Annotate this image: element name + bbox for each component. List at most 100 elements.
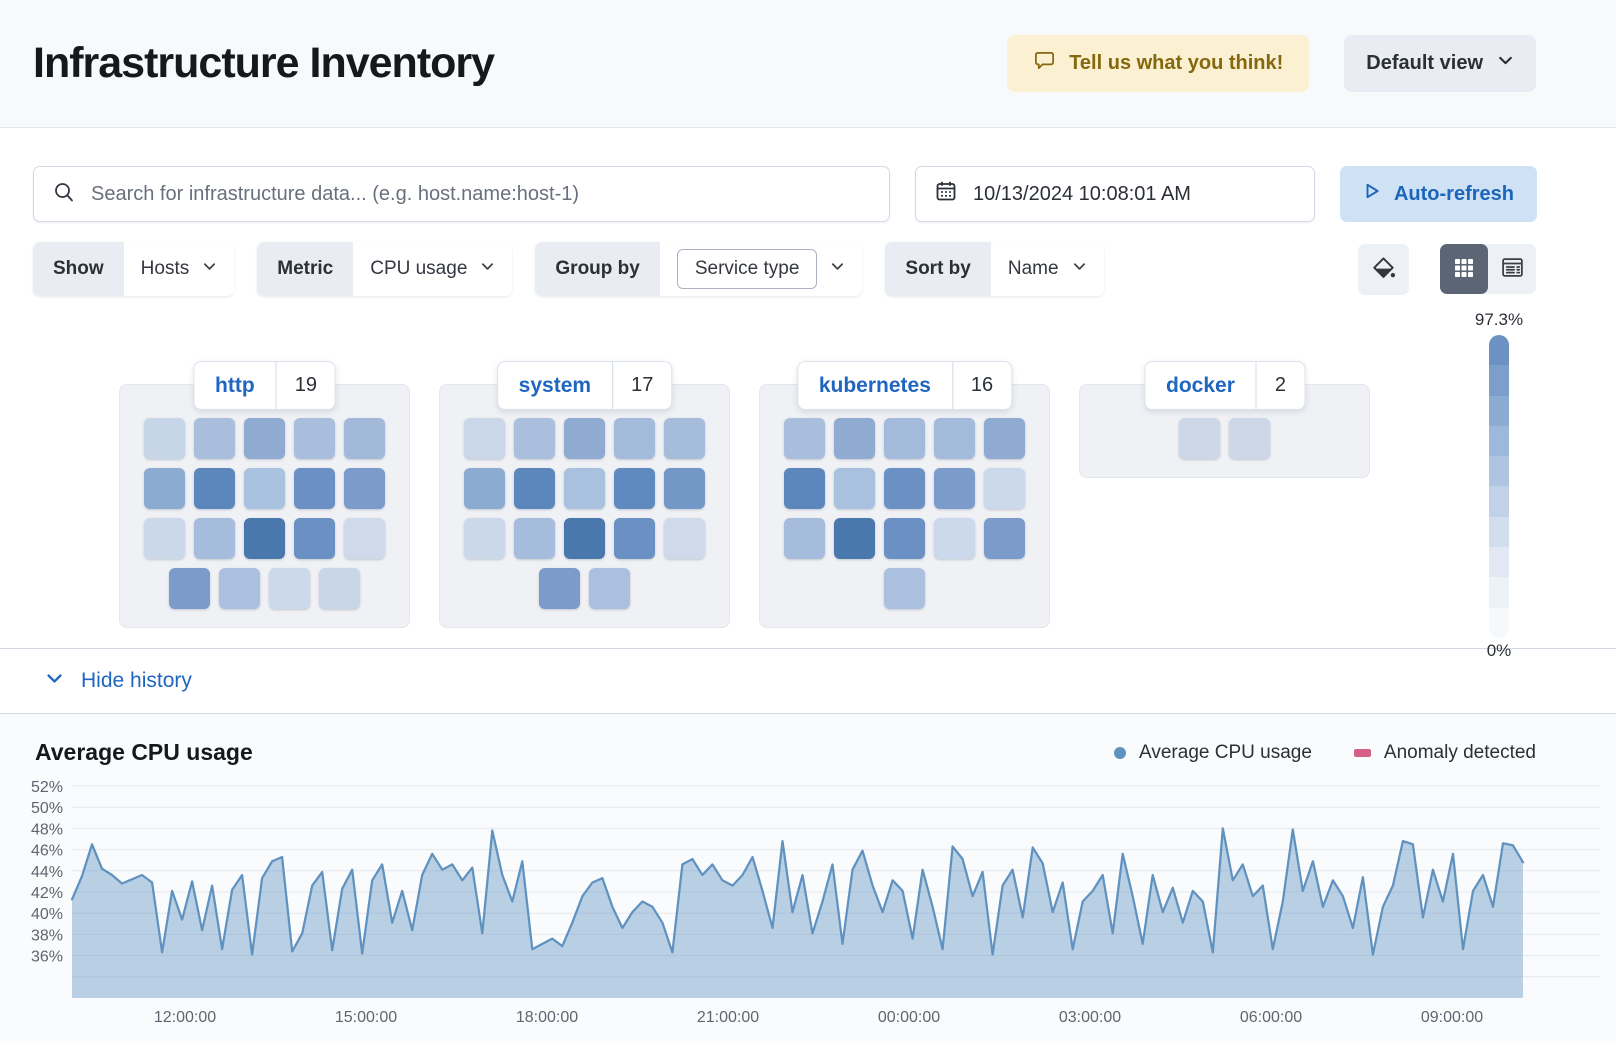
feedback-label: Tell us what you think!	[1069, 52, 1284, 74]
svg-text:03:00:00: 03:00:00	[1059, 1009, 1121, 1026]
host-tile[interactable]	[564, 418, 605, 459]
host-tile[interactable]	[784, 468, 825, 509]
feedback-button[interactable]: Tell us what you think!	[1007, 35, 1310, 92]
tile-row	[1080, 418, 1369, 459]
paint-fill-icon	[1371, 255, 1397, 284]
grid-view-toggle[interactable]	[1440, 244, 1488, 294]
pill-divider	[951, 362, 953, 409]
show-value-button[interactable]: Hosts	[123, 242, 235, 296]
filter-toolbar: Show Hosts Metric CPU usage Group by Ser…	[0, 222, 1616, 296]
host-tile[interactable]	[344, 468, 385, 509]
host-tile[interactable]	[1179, 418, 1220, 459]
view-selector-button[interactable]: Default view	[1344, 35, 1536, 92]
host-tile[interactable]	[934, 468, 975, 509]
host-tile[interactable]	[784, 418, 825, 459]
legend-swatch-icon	[1353, 748, 1371, 757]
search-input[interactable]	[91, 182, 871, 206]
host-tile[interactable]	[464, 418, 505, 459]
host-tile[interactable]	[344, 418, 385, 459]
host-tile[interactable]	[219, 568, 260, 609]
host-tile[interactable]	[464, 468, 505, 509]
host-tile[interactable]	[834, 468, 875, 509]
host-tile[interactable]	[294, 468, 335, 509]
scale-max-label: 97.3%	[1474, 310, 1524, 329]
host-tile[interactable]	[564, 468, 605, 509]
host-tile[interactable]	[194, 418, 235, 459]
group-count: 2	[1274, 374, 1286, 396]
host-tile[interactable]	[884, 568, 925, 609]
table-view-toggle[interactable]	[1488, 244, 1536, 294]
host-tile[interactable]	[564, 518, 605, 559]
host-tile[interactable]	[884, 518, 925, 559]
host-tile[interactable]	[884, 418, 925, 459]
host-tile[interactable]	[614, 518, 655, 559]
metric-value-button[interactable]: CPU usage	[353, 242, 513, 296]
host-tile[interactable]	[319, 568, 360, 609]
host-tile[interactable]	[144, 518, 185, 559]
host-tile[interactable]	[344, 518, 385, 559]
group-label-pill: http 19	[193, 361, 336, 410]
svg-text:40%: 40%	[31, 906, 63, 923]
host-tile[interactable]	[539, 568, 580, 609]
svg-text:38%: 38%	[31, 927, 63, 944]
host-tile[interactable]	[294, 518, 335, 559]
group-by-value-button[interactable]: Service type	[659, 242, 863, 296]
host-tile[interactable]	[984, 468, 1025, 509]
svg-text:18:00:00: 18:00:00	[516, 1009, 578, 1026]
host-tile[interactable]	[834, 518, 875, 559]
host-tile[interactable]	[834, 418, 875, 459]
show-label: Show	[33, 242, 124, 296]
svg-text:42%: 42%	[31, 885, 63, 902]
host-tile[interactable]	[589, 568, 630, 609]
host-tile[interactable]	[194, 518, 235, 559]
host-tile[interactable]	[244, 518, 285, 559]
host-tile[interactable]	[514, 518, 555, 559]
svg-text:09:00:00: 09:00:00	[1421, 1009, 1483, 1026]
group-count: 16	[970, 374, 994, 396]
host-tile[interactable]	[514, 468, 555, 509]
host-tile[interactable]	[294, 418, 335, 459]
host-tile[interactable]	[934, 418, 975, 459]
tile-row	[760, 468, 1049, 509]
group-name-link[interactable]: kubernetes	[798, 374, 952, 398]
host-tile[interactable]	[1229, 418, 1270, 459]
group-count: 19	[294, 374, 317, 396]
color-palette-button[interactable]	[1358, 243, 1409, 295]
auto-refresh-button[interactable]: Auto-refresh	[1340, 166, 1537, 222]
host-tile[interactable]	[614, 468, 655, 509]
group-name-link[interactable]: system	[498, 374, 612, 398]
host-tile[interactable]	[664, 468, 705, 509]
host-tile[interactable]	[244, 418, 285, 459]
host-tile[interactable]	[664, 518, 705, 559]
host-tile[interactable]	[144, 468, 185, 509]
sort-by-value-button[interactable]: Name	[990, 242, 1104, 296]
host-tile[interactable]	[664, 418, 705, 459]
hide-history-toggle[interactable]: Hide history	[45, 669, 192, 694]
host-tile[interactable]	[934, 518, 975, 559]
legend-item-anomaly[interactable]: Anomaly detected	[1353, 741, 1536, 764]
host-tile[interactable]	[244, 468, 285, 509]
calendar-icon	[934, 179, 958, 209]
host-tile[interactable]	[614, 418, 655, 459]
host-tile[interactable]	[884, 468, 925, 509]
page-title: Infrastructure Inventory	[33, 39, 495, 87]
host-tile[interactable]	[464, 518, 505, 559]
sort-by-value: Name	[1007, 258, 1059, 279]
host-tile[interactable]	[784, 518, 825, 559]
host-tile[interactable]	[269, 568, 310, 609]
host-tile[interactable]	[984, 418, 1025, 459]
legend-label: Anomaly detected	[1383, 741, 1536, 763]
host-tile[interactable]	[194, 468, 235, 509]
legend-item-average-cpu[interactable]: Average CPU usage	[1114, 742, 1312, 764]
date-picker-button[interactable]: 10/13/2024 10:08:01 AM	[915, 166, 1315, 222]
table-view-icon	[1500, 255, 1525, 283]
tile-row	[120, 518, 409, 559]
group-name-link[interactable]: docker	[1145, 374, 1256, 398]
host-tile[interactable]	[144, 418, 185, 459]
group-name-link[interactable]: http	[194, 374, 276, 398]
host-tile[interactable]	[169, 568, 210, 609]
host-tile[interactable]	[514, 418, 555, 459]
host-tile[interactable]	[984, 518, 1025, 559]
